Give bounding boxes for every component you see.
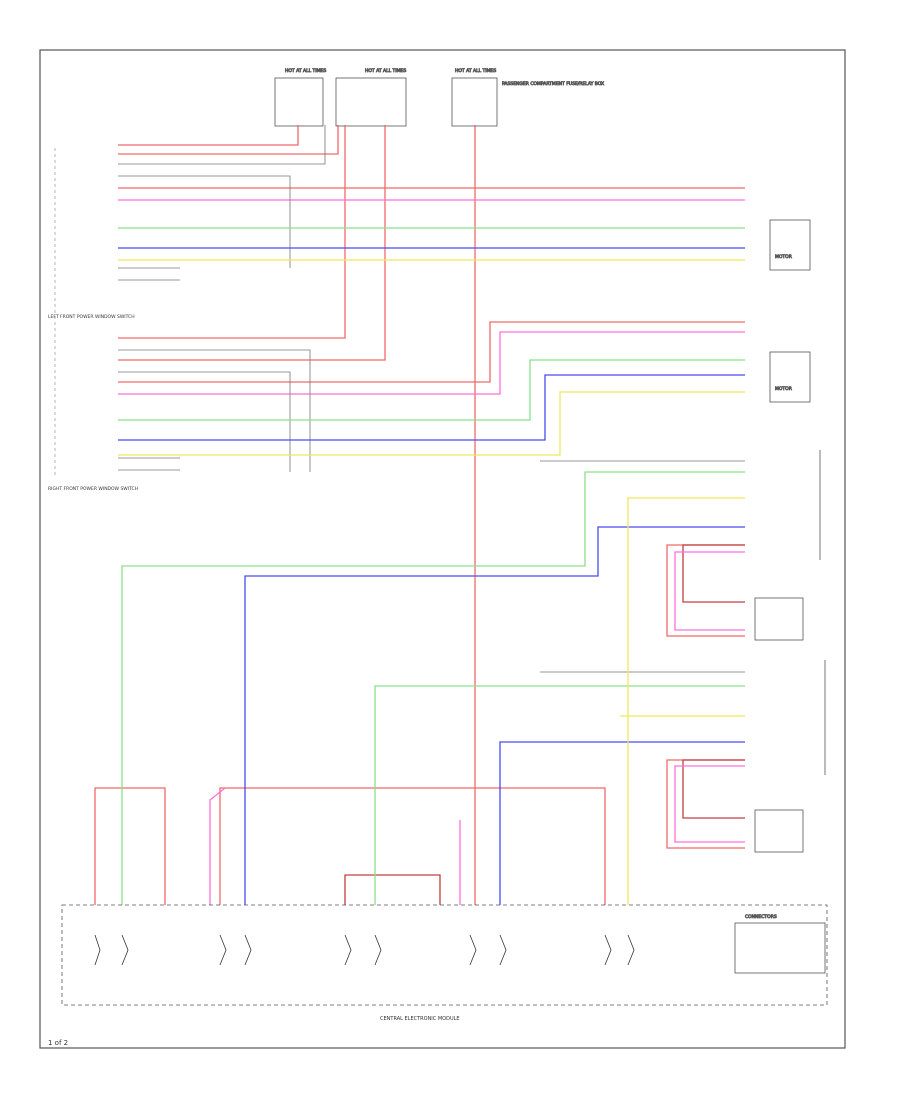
svg-text:MOTOR: MOTOR [775,254,792,260]
module-relays [94,934,635,966]
blue-wire-group [118,247,745,905]
left-rear-window-switch [754,660,826,853]
door-switch-labels: LEFT FRONT POWER WINDOW SWITCH RIGHT FRO… [48,148,138,492]
darkred-wire-group [344,544,745,905]
fuse-box-desc: PASSENGER COMPARTMENT FUSE/RELAY BOX [502,81,604,87]
right-rear-window-switch [754,450,821,641]
right-front-door-switch-label: RIGHT FRONT POWER WINDOW SWITCH [48,486,138,492]
central-electronic-module: CONNECTORS [61,904,828,1006]
fuse-label-3: HOT AT ALL TIMES [455,68,496,74]
fuse-box-1 [274,77,324,127]
green-wire-group [118,227,745,905]
pink-wire-group [118,199,745,905]
svg-text:CONNECTORS: CONNECTORS [745,914,777,920]
window-motor-left-front: MOTOR [769,219,811,271]
fuse-label-1: HOT AT ALL TIMES [285,68,326,74]
svg-text:MOTOR: MOTOR [775,386,792,392]
yellow-wire-group [118,259,745,905]
fuse-label-2: HOT AT ALL TIMES [365,68,406,74]
red-wire-group [94,125,745,905]
fuse-box-3 [451,77,498,127]
fuse-block-group: HOT AT ALL TIMES HOT AT ALL TIMES HOT AT… [274,68,605,127]
diagram-border [39,49,846,1049]
left-front-door-switch-label: LEFT FRONT POWER WINDOW SWITCH [48,314,135,320]
gray-wire-group [118,125,745,673]
page-number: 1 of 2 [48,1039,68,1047]
module-caption: CENTRAL ELECTRONIC MODULE [380,1016,460,1022]
window-motor-right-front: MOTOR [769,351,811,403]
fuse-box-2 [335,77,407,127]
